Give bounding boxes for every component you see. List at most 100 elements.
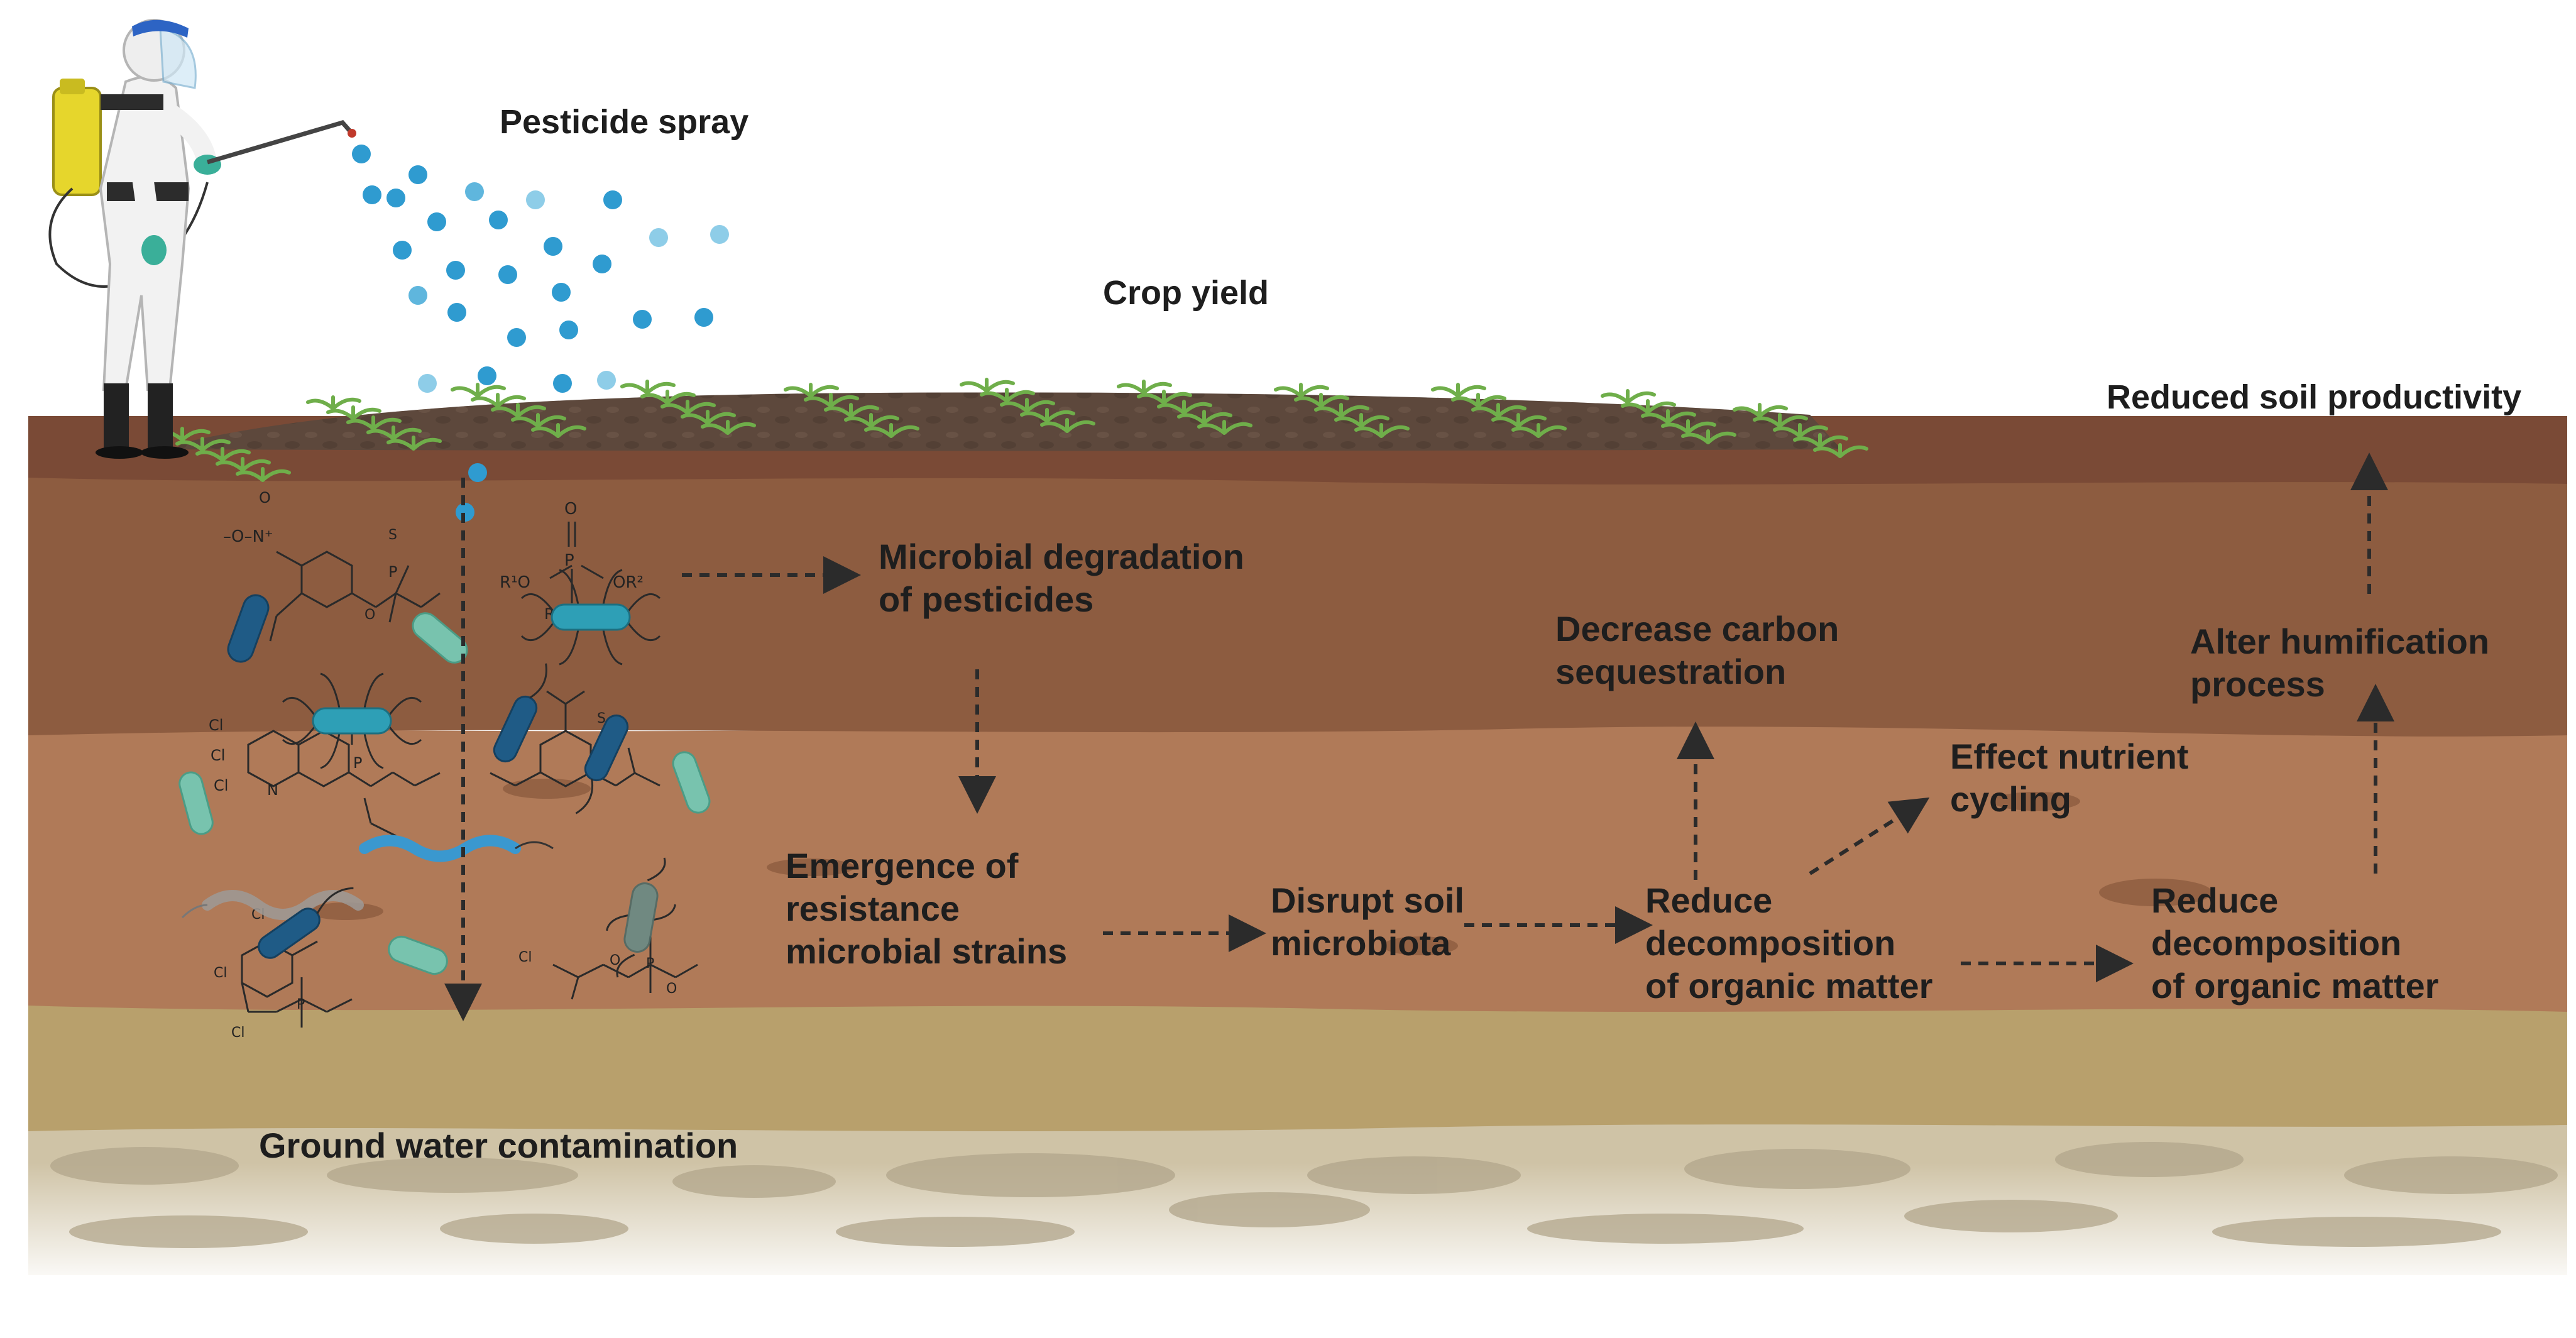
seedling	[681, 410, 736, 425]
pesticide-droplet	[552, 283, 571, 302]
soil-layers	[0, 416, 2576, 1288]
seedling	[471, 393, 526, 408]
seedling	[1511, 423, 1567, 438]
seedling	[1020, 408, 1075, 423]
pesticide-droplet	[694, 308, 713, 327]
seedling	[1471, 403, 1526, 418]
flow-arrows	[444, 452, 2394, 1021]
seedling	[491, 403, 546, 418]
chem-p5-label: P	[646, 956, 654, 972]
label-decrease-carbon-line1: Decrease carbon	[1555, 609, 1839, 649]
crop-seedlings	[155, 378, 1868, 482]
pesticide-droplet	[352, 145, 371, 163]
chem-structure-2	[549, 522, 604, 603]
label-reduce-decomp-1-line1: Reduce	[1645, 880, 1772, 920]
clay-layer	[28, 717, 2567, 1012]
bacterium-blue-spiral	[359, 835, 554, 862]
label-emergence-line2: resistance	[786, 889, 960, 928]
bacterium-flagellated-1	[520, 569, 661, 666]
seedling	[1641, 409, 1696, 424]
seedling	[1753, 413, 1808, 428]
pesticide-droplet	[507, 328, 526, 347]
seedling	[1354, 423, 1410, 438]
seedling	[1334, 413, 1389, 428]
seedling	[326, 405, 381, 420]
label-alter-humification-line2: process	[2190, 664, 2325, 704]
seedling	[1197, 420, 1252, 435]
pesticide-droplet	[456, 503, 474, 522]
label-disrupt-soil: Disrupt soil microbiota	[1271, 880, 1474, 963]
seedling	[175, 437, 231, 452]
seedling	[620, 380, 676, 395]
pesticide-droplet	[526, 190, 545, 209]
seedling	[346, 415, 402, 430]
bacterium-teal-4	[388, 935, 448, 975]
label-emergence-line1: Emergence of	[786, 846, 1019, 886]
chem-s1-label: S	[388, 527, 397, 543]
pesticide-droplet	[597, 371, 616, 390]
label-microbial-degradation-line2: of pesticides	[879, 579, 1093, 619]
label-microbial-degradation: Microbial degradation of pesticides	[879, 537, 1254, 619]
seedling	[216, 457, 271, 472]
seedling	[1773, 423, 1828, 438]
pesticide-droplet	[553, 374, 572, 393]
bacterium-blue-2	[493, 663, 547, 763]
diagram-labels: Pesticide spray Crop yield Reduced soil …	[259, 103, 2521, 1165]
seedling	[1040, 418, 1095, 433]
label-emergence-line3: microbial strains	[786, 931, 1067, 971]
pesticide-droplet	[649, 228, 668, 247]
seedling	[195, 447, 251, 462]
pesticide-droplet	[559, 321, 578, 339]
pesticide-droplet	[489, 211, 508, 229]
seedling	[1177, 410, 1232, 425]
label-reduce-decomp-2-line3: of organic matter	[2151, 966, 2438, 1006]
seedling	[640, 390, 696, 405]
seedling	[1451, 393, 1506, 408]
label-effect-nutrient-line2: cycling	[1950, 779, 2071, 819]
pesticide-droplet	[633, 310, 652, 329]
chem-cl3-label: Cl	[209, 716, 223, 734]
seedling	[1813, 443, 1868, 458]
chem-cl7-label: Cl	[518, 950, 532, 965]
bacterium-flagellated-2	[282, 672, 422, 769]
chem-nitro-label: –O–N⁺	[223, 527, 273, 546]
chem-nitro-o-label: O	[259, 489, 271, 507]
label-disrupt-soil-line1: Disrupt soil	[1271, 880, 1464, 920]
chem-o-top-label: O	[564, 500, 577, 518]
bedrock-stones	[50, 1142, 2558, 1248]
subsoil-layer	[28, 465, 2567, 737]
label-decrease-carbon-line2: sequestration	[1555, 652, 1786, 691]
pesticide-droplet	[478, 366, 496, 385]
label-reduce-decomposition-1: Reduce decomposition of organic matter	[1645, 880, 1932, 1006]
pesticide-droplet	[593, 255, 611, 273]
backpack-sprayer	[52, 87, 102, 196]
bacteria	[178, 569, 711, 978]
pesticide-droplet	[498, 265, 517, 284]
seedling	[1681, 429, 1736, 444]
label-reduce-decomp-2-line1: Reduce	[2151, 880, 2278, 920]
chem-cl5-label: Cl	[214, 965, 227, 981]
label-alter-humification: Alter humification process	[2190, 622, 2499, 704]
bacterium-gray-1	[606, 857, 676, 978]
seedling	[451, 383, 506, 398]
pesticide-droplet	[446, 261, 465, 280]
sand-layer	[28, 980, 2567, 1131]
seedling	[1157, 400, 1212, 415]
seedling	[844, 413, 899, 428]
seedling	[980, 388, 1035, 403]
pesticide-droplet	[393, 241, 412, 260]
seedling	[236, 467, 291, 482]
farmer-figure	[48, 19, 356, 459]
soil-spots	[308, 779, 2212, 955]
chemical-atom-labels: –O–N⁺ O S P O O P R¹O OR² R Cl Cl N S P …	[209, 489, 677, 1041]
seedling	[960, 378, 1015, 393]
seedling	[1661, 419, 1716, 434]
chem-r1o-label: R¹O	[500, 573, 530, 592]
spray-lance	[207, 120, 354, 165]
pesticide-droplet	[408, 165, 427, 184]
seedling	[701, 420, 756, 435]
pesticide-droplet	[363, 185, 381, 204]
label-decrease-carbon: Decrease carbon sequestration	[1555, 609, 1849, 691]
seedling	[804, 393, 859, 408]
bacterium-teal-3	[672, 751, 711, 814]
